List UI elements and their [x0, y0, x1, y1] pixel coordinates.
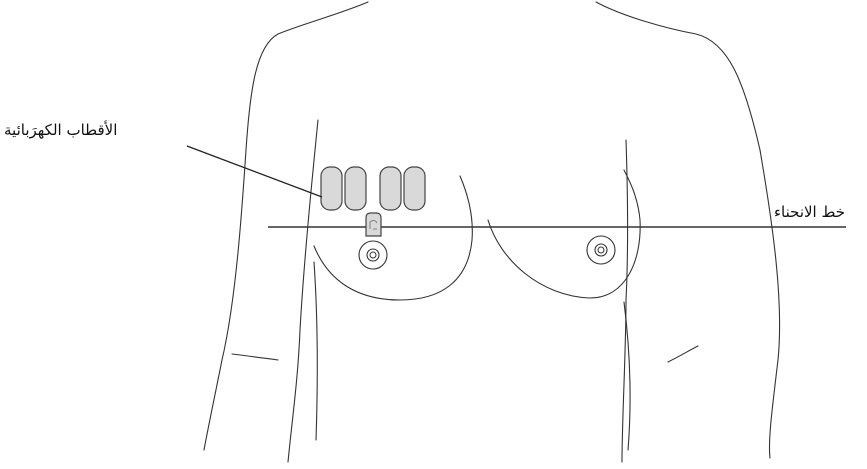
electrodes-leader-line: [187, 146, 322, 197]
left-torso-line: [314, 262, 317, 440]
right-arm-inner-line: [622, 140, 628, 462]
right-nipple: [587, 236, 615, 264]
electrode-3: [380, 167, 401, 210]
electrode-1: [321, 167, 342, 210]
electrode-4: [404, 167, 425, 210]
left-arm-inner-line: [288, 120, 318, 462]
right-elbow-crease: [668, 346, 698, 362]
left-nipple: [359, 241, 387, 269]
electrode-2: [345, 167, 366, 210]
right-breast-outline: [488, 170, 640, 298]
electrodes-label: الأقطاب الكهرَبائية: [4, 121, 117, 139]
left-shoulder-outline: [204, 2, 368, 450]
connector-tab: [366, 213, 381, 236]
left-elbow-crease: [232, 354, 278, 360]
right-torso-line: [624, 302, 630, 450]
fold-line-label: خط الانحناء: [774, 203, 845, 221]
